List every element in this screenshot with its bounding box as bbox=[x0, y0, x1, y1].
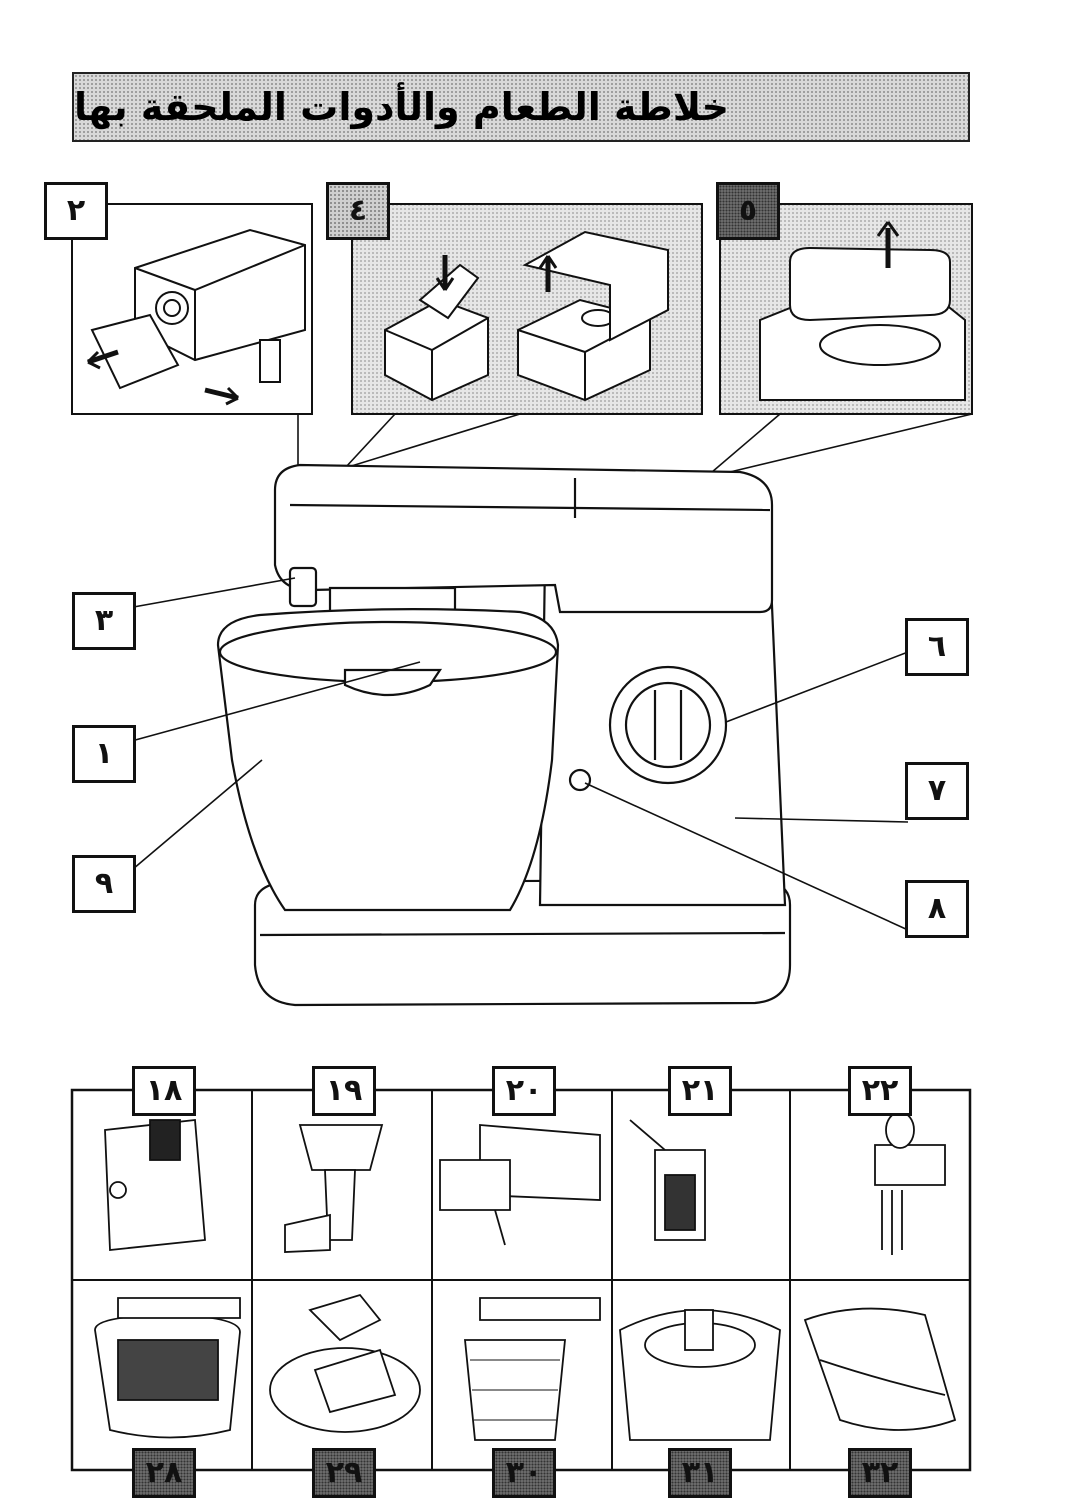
attachment-label-19: ١٩ bbox=[312, 1066, 376, 1116]
attachment-label-21: ٢١ bbox=[668, 1066, 732, 1116]
attachment-label-text: ١٨ bbox=[145, 1073, 183, 1108]
attachment-label-text: ٢٠ bbox=[505, 1073, 543, 1108]
attachment-label-text: ٢١ bbox=[681, 1073, 719, 1108]
attachment-label-text: ٣٢ bbox=[861, 1455, 899, 1490]
attachment-label-30: ٣٠ bbox=[492, 1448, 556, 1498]
attachment-label-18: ١٨ bbox=[132, 1066, 196, 1116]
page-title: خلاطة الطعام والأدوات الملحقة بها bbox=[74, 85, 730, 129]
attachment-label-31: ٣١ bbox=[668, 1448, 732, 1498]
callout-5-text: ٥ bbox=[738, 193, 758, 228]
attachment-label-text: ٣١ bbox=[681, 1455, 719, 1490]
callout-3-text: ٣ bbox=[94, 603, 114, 638]
callout-leaders bbox=[119, 577, 909, 931]
attachment-label-text: ٣٠ bbox=[505, 1455, 543, 1490]
attachment-label-32: ٣٢ bbox=[848, 1448, 912, 1498]
callout-5: ٥ bbox=[716, 182, 780, 240]
attachment-label-28: ٢٨ bbox=[132, 1448, 196, 1498]
attachment-label-text: ٢٩ bbox=[325, 1455, 363, 1490]
callout-1: ١ bbox=[72, 725, 136, 783]
callout-8: ٨ bbox=[905, 880, 969, 938]
detail-panel-4 bbox=[351, 203, 703, 415]
attachment-thumbnails bbox=[94, 1111, 957, 1441]
callout-2-text: ٢ bbox=[66, 193, 86, 228]
callout-7-text: ٧ bbox=[927, 773, 947, 808]
attachment-label-text: ٢٨ bbox=[145, 1455, 183, 1490]
callout-3: ٣ bbox=[72, 592, 136, 650]
attachment-label-text: ٢٢ bbox=[861, 1073, 899, 1108]
detail-connectors bbox=[297, 413, 973, 479]
callout-2: ٢ bbox=[44, 182, 108, 240]
attachment-label-text: ١٩ bbox=[325, 1073, 363, 1108]
callout-1-text: ١ bbox=[94, 736, 114, 771]
callout-8-text: ٨ bbox=[927, 891, 947, 926]
title-banner: خلاطة الطعام والأدوات الملحقة بها bbox=[72, 72, 970, 142]
attachment-label-29: ٢٩ bbox=[312, 1448, 376, 1498]
callout-4: ٤ bbox=[326, 182, 390, 240]
stand-mixer bbox=[216, 463, 792, 1007]
callout-6: ٦ bbox=[905, 618, 969, 676]
callout-9-text: ٩ bbox=[94, 866, 114, 901]
callout-4-text: ٤ bbox=[348, 193, 368, 228]
attachment-label-20: ٢٠ bbox=[492, 1066, 556, 1116]
callout-9: ٩ bbox=[72, 855, 136, 913]
callout-7: ٧ bbox=[905, 762, 969, 820]
callout-6-text: ٦ bbox=[927, 629, 947, 664]
attachment-label-22: ٢٢ bbox=[848, 1066, 912, 1116]
detail-panel-2 bbox=[71, 203, 313, 415]
